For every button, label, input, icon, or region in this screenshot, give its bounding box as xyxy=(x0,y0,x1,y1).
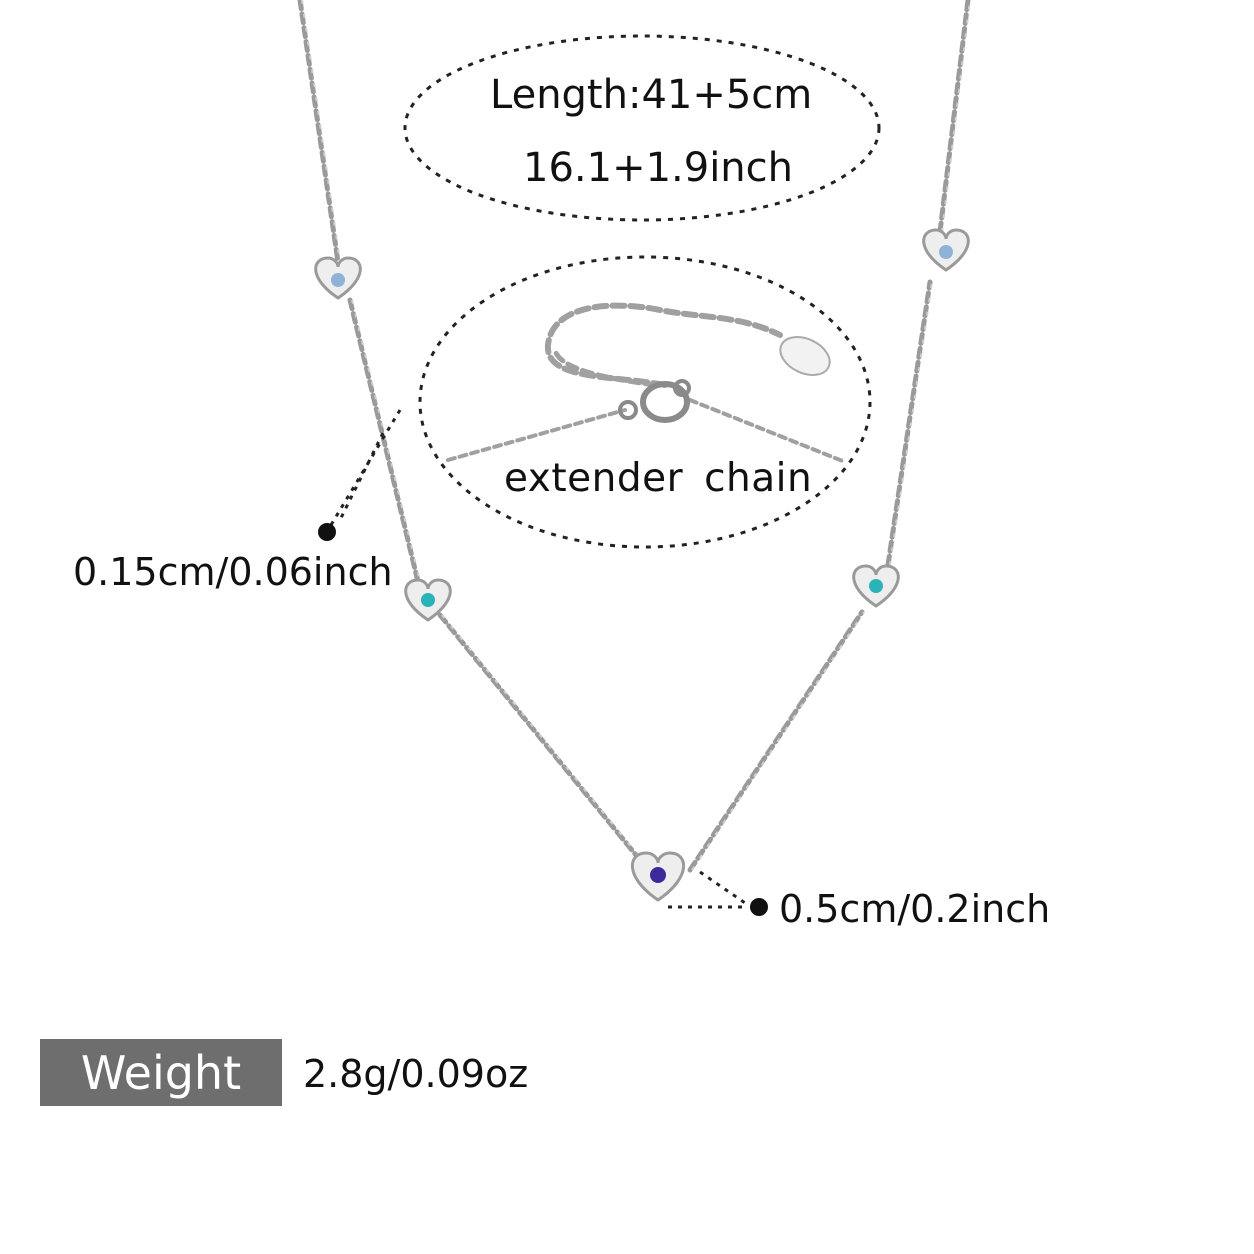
pendant-width-text: 0.5cm/0.2inch xyxy=(779,887,1051,931)
heart-pendant-right-mid xyxy=(852,564,900,608)
width-leader-line xyxy=(668,870,768,916)
extender-chain xyxy=(446,302,847,464)
heart-pendant-left-top xyxy=(314,256,362,300)
length-imperial-text: 16.1+1.9inch xyxy=(523,145,793,191)
heart-pendant-left-mid xyxy=(404,578,452,622)
lobster-clasp-icon xyxy=(618,379,691,423)
weight-value-text: 2.8g/0.09oz xyxy=(303,1052,529,1096)
weight-label: Weight xyxy=(80,1045,242,1100)
extender-dotted-ellipse xyxy=(418,255,872,549)
length-metric-text: Length:41+5cm xyxy=(490,72,813,118)
extender-chain-label: extender chain xyxy=(504,456,813,501)
length-dotted-ellipse xyxy=(403,34,881,222)
thickness-leader-line xyxy=(318,409,402,541)
heart-pendant-center xyxy=(631,851,685,902)
extender-tag-icon xyxy=(779,336,831,376)
weight-label-badge: Weight xyxy=(40,1039,282,1106)
heart-pendant-right-top xyxy=(922,228,970,272)
main-chain xyxy=(297,0,971,873)
chain-thickness-text: 0.15cm/0.06inch xyxy=(73,550,393,594)
